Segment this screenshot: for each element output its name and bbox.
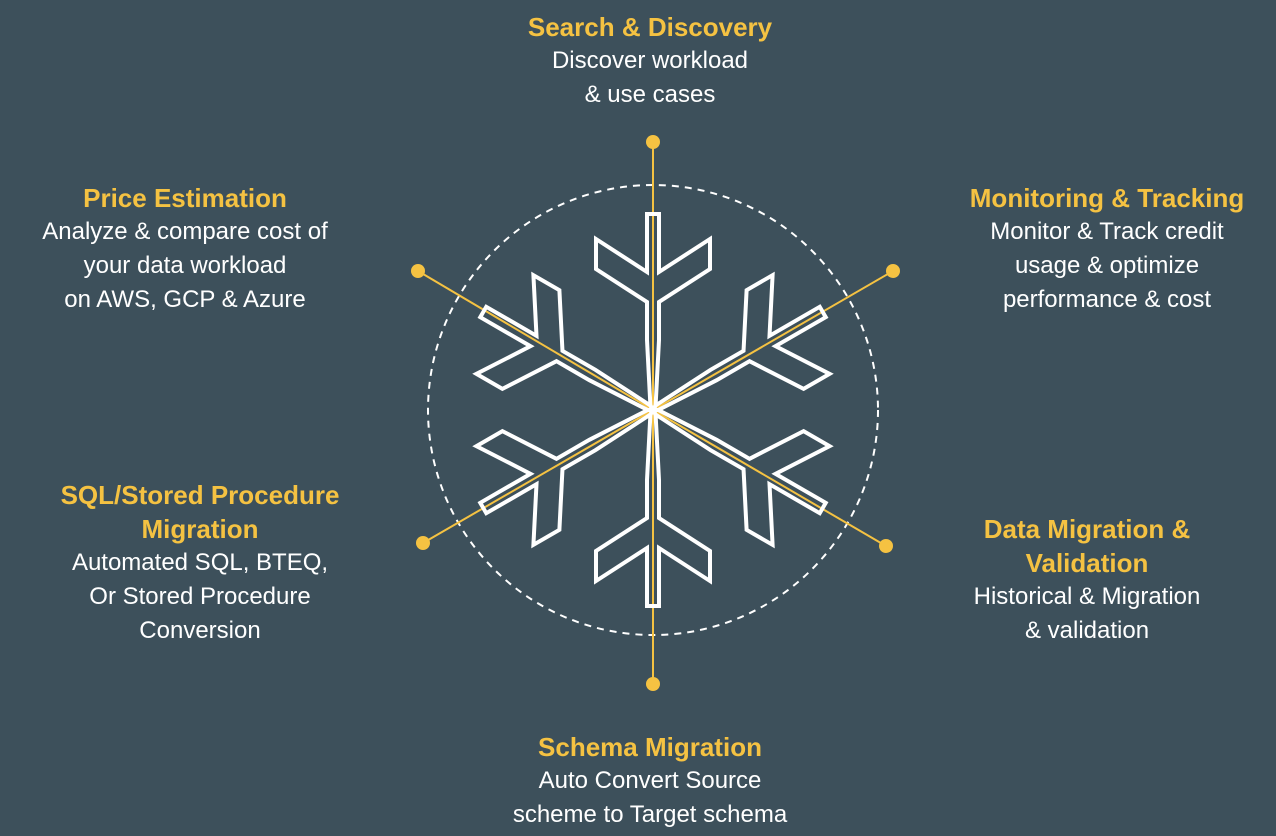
- connector-line: [652, 409, 887, 547]
- node-desc-line: performance & cost: [1002, 286, 1212, 313]
- connector-dot: [886, 264, 900, 278]
- connector-line: [422, 409, 654, 544]
- connector-line: [417, 270, 654, 411]
- node-title-line: SQL/Stored Procedure: [60, 480, 340, 510]
- node-title-line: Validation: [1025, 548, 1149, 578]
- node-title: Schema Migration: [513, 730, 787, 764]
- node-desc-line: & use cases: [584, 81, 716, 108]
- snowflake-arm: [594, 406, 712, 608]
- snowflake-arm: [472, 407, 657, 549]
- node-description: Automated SQL, BTEQ, Or Stored Procedure…: [61, 546, 340, 648]
- node-title-line: Migration: [141, 514, 259, 544]
- node-data-migration-validation: Data Migration & Validation Historical &…: [974, 512, 1201, 648]
- node-description: Historical & Migration & validation: [974, 580, 1201, 648]
- node-desc-line: on AWS, GCP & Azure: [64, 286, 306, 313]
- snowflake-arm: [594, 212, 712, 414]
- node-desc-line: Discover workload: [551, 47, 749, 74]
- node-desc-line: your data workload: [83, 252, 287, 279]
- node-title: Monitoring & Tracking: [970, 181, 1244, 215]
- node-title: Search & Discovery: [528, 10, 772, 44]
- node-desc-line: Analyze & compare cost of: [42, 218, 328, 245]
- node-desc-line: & validation: [1024, 617, 1150, 644]
- node-desc-line: Monitor & Track credit: [990, 218, 1224, 245]
- connector-dot: [646, 135, 660, 149]
- node-monitoring-tracking: Monitoring & Tracking Monitor & Track cr…: [970, 181, 1244, 317]
- node-title-line: Schema Migration: [538, 732, 762, 762]
- snowflake-arm: [472, 271, 657, 413]
- node-title-line: Data Migration &: [983, 514, 1191, 544]
- node-desc-line: usage & optimize: [1014, 252, 1200, 279]
- node-desc-line: Automated SQL, BTEQ,: [71, 549, 329, 576]
- node-title-line: Monitoring & Tracking: [969, 183, 1245, 213]
- connector-dot: [879, 539, 893, 553]
- node-description: Discover workload & use cases: [528, 44, 772, 112]
- node-search-discovery: Search & Discovery Discover workload & u…: [528, 10, 772, 112]
- node-desc-line: Conversion: [139, 617, 261, 644]
- node-price-estimation: Price Estimation Analyze & compare cost …: [42, 181, 327, 317]
- node-title: Price Estimation: [42, 181, 327, 215]
- node-schema-migration: Schema Migration Auto Convert Source sch…: [513, 730, 787, 832]
- node-title-line: Search & Discovery: [527, 12, 773, 42]
- node-title-line: Price Estimation: [83, 183, 287, 213]
- connector-dot: [416, 536, 430, 550]
- node-title: Data Migration & Validation: [974, 512, 1201, 580]
- connector-dots: [411, 135, 900, 691]
- node-desc-line: Auto Convert Source: [538, 767, 762, 794]
- connector-dot: [411, 264, 425, 278]
- connector-line: [652, 270, 894, 411]
- node-sql-stored-procedure-migration: SQL/Stored Procedure Migration Automated…: [61, 478, 340, 648]
- connector-lines: [417, 142, 894, 684]
- snowflake-arm: [649, 407, 834, 549]
- snowflake-arm: [649, 271, 834, 413]
- node-description: Monitor & Track credit usage & optimize …: [970, 215, 1244, 317]
- node-description: Auto Convert Source scheme to Target sch…: [513, 764, 787, 832]
- node-desc-line: Historical & Migration: [973, 583, 1201, 610]
- node-title: SQL/Stored Procedure Migration: [61, 478, 340, 546]
- snowflake-icon: [472, 212, 834, 608]
- connector-dot: [646, 677, 660, 691]
- node-description: Analyze & compare cost of your data work…: [42, 215, 327, 317]
- node-desc-line: scheme to Target schema: [512, 801, 788, 828]
- node-desc-line: Or Stored Procedure: [89, 583, 311, 610]
